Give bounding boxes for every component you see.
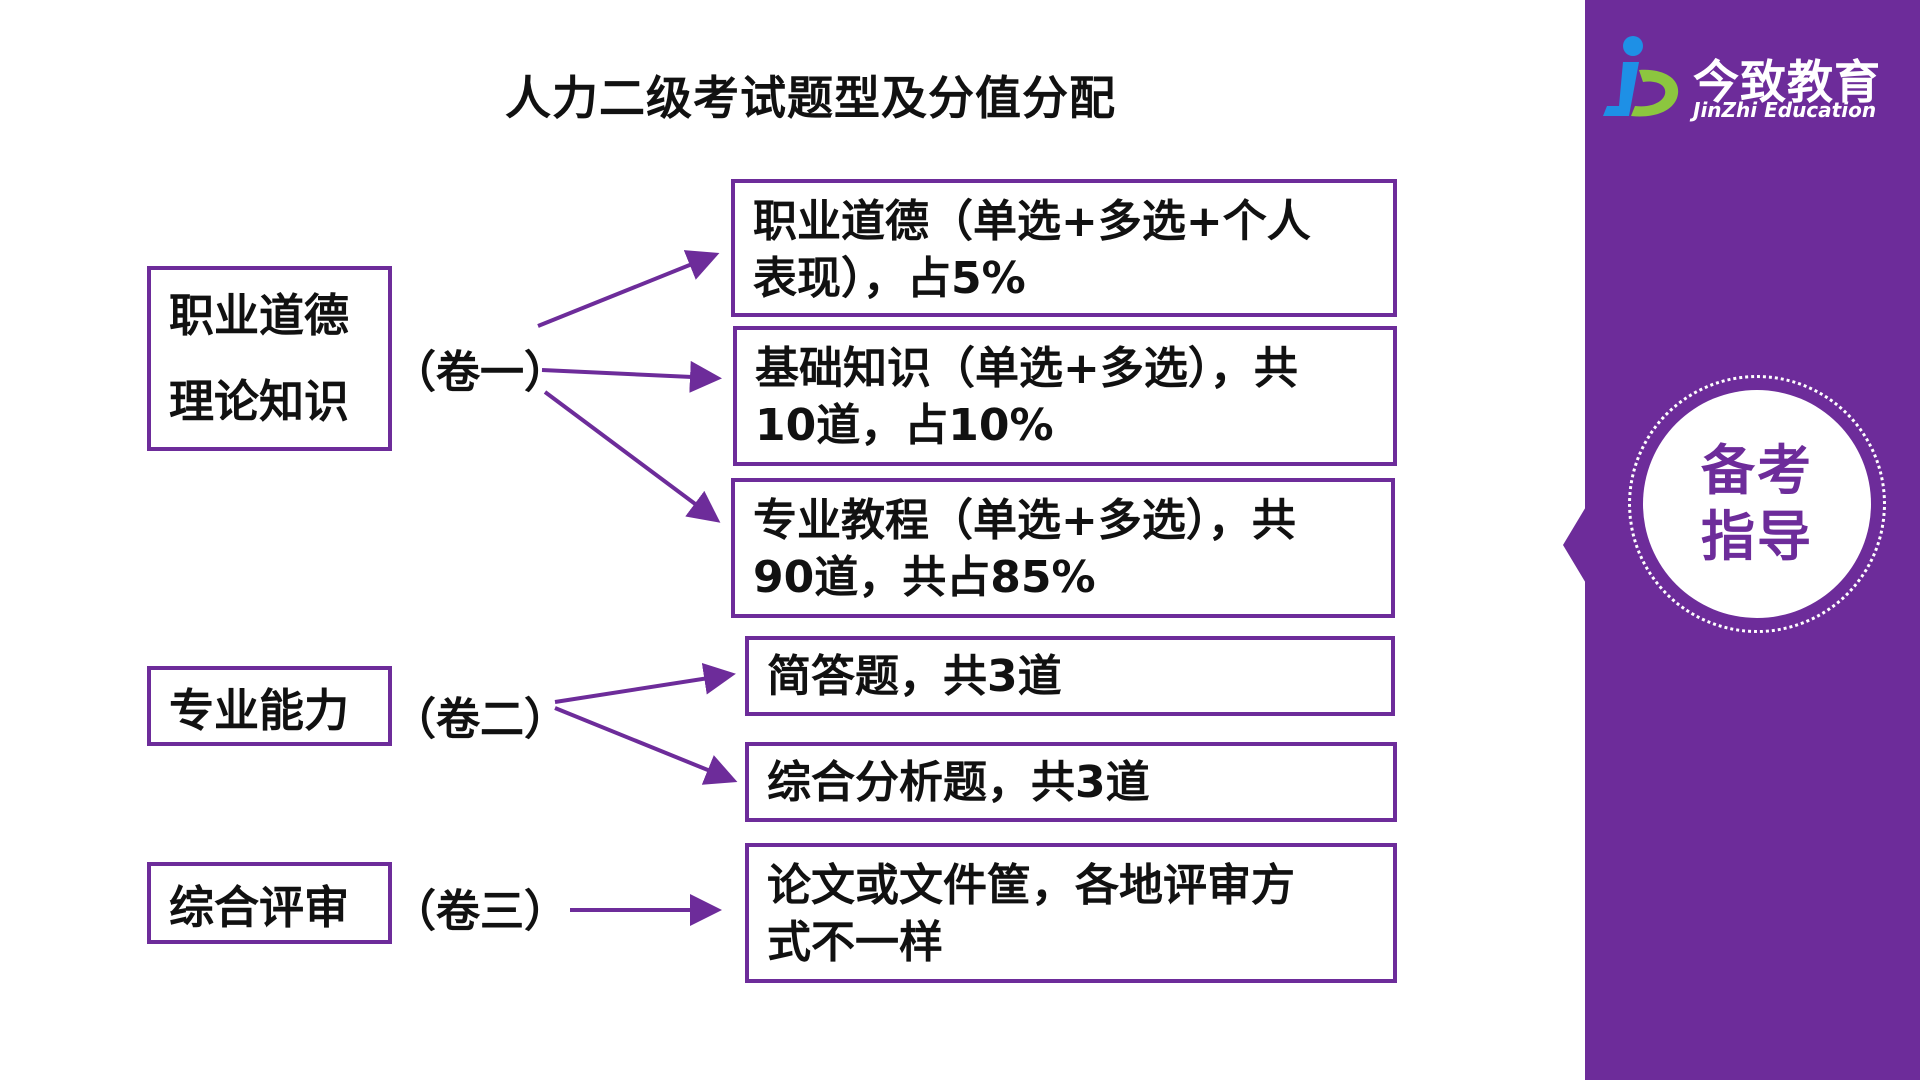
item-essay-line1: 论文或文件筐，各地评审方 <box>767 860 1295 911</box>
arrow-to-short-answer <box>554 662 736 704</box>
item-analysis-box: 综合分析题，共3道 <box>745 742 1397 822</box>
logo-subtitle: JinZhi Education <box>1693 98 1877 122</box>
category-skill-label: 专业能力 <box>169 683 350 737</box>
item-ethics-line2: 表现），占5% <box>753 253 1026 304</box>
item-basics-box: 基础知识（单选+多选），共 10道，占10% <box>733 326 1397 466</box>
badge-line1: 备考 <box>1701 439 1813 502</box>
category-review-label: 综合评审 <box>169 880 350 934</box>
slide-title: 人力二级考试题型及分值分配 <box>505 71 1116 125</box>
logo-mark-icon <box>1603 36 1679 117</box>
item-short-answer-label: 简答题，共3道 <box>767 650 1062 702</box>
item-analysis-label: 综合分析题，共3道 <box>767 756 1150 808</box>
arrow-to-basics <box>541 360 722 393</box>
brand-logo: 今致教育 JinZhi Education <box>1593 30 1913 130</box>
item-basics-line1: 基础知识（单选+多选），共 <box>755 343 1298 394</box>
item-essay-box: 论文或文件筐，各地评审方 式不一样 <box>745 843 1397 983</box>
item-basics-line2: 10道，占10% <box>755 400 1054 451</box>
paper-two-label: （卷二） <box>392 694 568 745</box>
item-short-answer-box: 简答题，共3道 <box>745 636 1395 716</box>
category-skill-box: 专业能力 <box>147 666 392 746</box>
badge-line2: 指导 <box>1701 505 1813 568</box>
arrow-to-course <box>543 390 721 523</box>
badge-ring <box>1628 375 1886 633</box>
study-guide-badge: 备考 指导 <box>1643 390 1871 618</box>
paper-one-label: （卷一） <box>392 347 568 398</box>
arrow-to-analysis <box>554 706 738 785</box>
category-theory-box: 职业道德 理论知识 <box>147 266 392 451</box>
sidebar-notch <box>1563 505 1587 585</box>
arrow-to-ethics <box>537 250 720 328</box>
logo-name: 今致教育 <box>1693 55 1881 109</box>
item-course-line1: 专业教程（单选+多选），共 <box>753 495 1296 546</box>
item-essay-line2: 式不一样 <box>767 917 943 968</box>
category-theory-line1: 职业道德 <box>169 288 350 342</box>
item-ethics-line1: 职业道德（单选+多选+个人 <box>753 196 1311 247</box>
paper-three-label: （卷三） <box>392 886 568 937</box>
item-course-line2: 90道，共占85% <box>753 552 1096 603</box>
category-theory-line2: 理论知识 <box>169 374 350 428</box>
item-ethics-box: 职业道德（单选+多选+个人 表现），占5% <box>731 179 1397 317</box>
category-review-box: 综合评审 <box>147 862 392 944</box>
item-course-box: 专业教程（单选+多选），共 90道，共占85% <box>731 478 1395 618</box>
